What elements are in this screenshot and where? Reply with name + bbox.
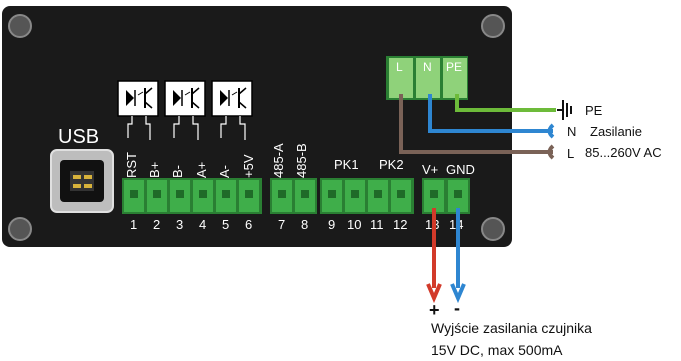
arrow-minus-icon <box>450 283 466 304</box>
plug-icon-n <box>547 123 555 139</box>
svg-text:10: 10 <box>347 217 361 232</box>
terminal-block-13-14 <box>422 178 470 214</box>
signal-label-485b: 485-B <box>294 143 309 178</box>
optocoupler-icon-3 <box>211 80 253 117</box>
optocoupler-icon-2 <box>164 80 206 117</box>
optocoupler-icon-1 <box>117 80 159 117</box>
svg-text:8: 8 <box>301 217 308 232</box>
n-label: N <box>567 124 576 139</box>
optocoupler-leads <box>127 116 246 140</box>
ground-icon <box>557 100 572 120</box>
svg-text:5: 5 <box>222 217 229 232</box>
svg-text:1: 1 <box>130 217 137 232</box>
signal-label-a-plus: A+ <box>194 162 209 178</box>
svg-text:9: 9 <box>328 217 335 232</box>
signal-label-vplus: V+ <box>422 162 438 177</box>
usb-connector[interactable] <box>50 149 114 213</box>
svg-text:6: 6 <box>245 217 252 232</box>
mains-terminal-l[interactable] <box>389 58 413 98</box>
signal-label-rst: RST <box>124 152 139 178</box>
terminal-signal-labels: RST B+ B- A+ A- +5V 485-A 485-B <box>124 143 309 178</box>
mains-label-l: L <box>396 60 403 74</box>
svg-text:2: 2 <box>153 217 160 232</box>
output-line-2: 15V DC, max 500mA <box>431 342 563 358</box>
relay-label-pk2: PK2 <box>379 157 404 172</box>
svg-text:11: 11 <box>370 217 384 232</box>
supply-title: Zasilanie <box>590 124 642 139</box>
mount-hole-top-left <box>8 14 32 38</box>
mains-terminal-pe[interactable] <box>443 58 467 98</box>
wire-pe <box>455 94 556 112</box>
relay-label-pk1: PK1 <box>334 157 359 172</box>
l-label: L <box>567 146 574 161</box>
mains-terminal-n[interactable] <box>416 58 440 98</box>
wire-l <box>399 94 553 154</box>
svg-text:4: 4 <box>199 217 206 232</box>
terminal-block-1-6 <box>122 178 262 214</box>
plug-icon-l <box>547 144 555 160</box>
usb-label: USB <box>58 126 99 148</box>
terminal-screws <box>130 190 462 198</box>
svg-text:3: 3 <box>176 217 183 232</box>
output-line-1: Wyjście zasilania czujnika <box>431 320 592 336</box>
signal-label-a-minus: A- <box>217 165 232 178</box>
signal-label-b-plus: B+ <box>147 162 162 178</box>
signal-label-b-minus: B- <box>170 165 185 178</box>
wire-n <box>428 94 553 133</box>
supply-range: 85...260V AC <box>585 145 662 160</box>
svg-text:7: 7 <box>278 217 285 232</box>
mains-label-pe: PE <box>446 60 462 74</box>
mains-label-n: N <box>423 60 432 74</box>
mount-hole-bottom-right <box>481 217 505 241</box>
minus-sign: - <box>454 298 460 318</box>
terminal-block-7-8 <box>270 178 317 214</box>
arrow-plus-icon <box>426 283 442 304</box>
mount-hole-top-right <box>481 14 505 38</box>
signal-label-gnd: GND <box>446 162 475 177</box>
signal-label-5v: +5V <box>241 154 256 178</box>
mount-hole-bottom-left <box>8 217 32 241</box>
pe-label: PE <box>585 103 603 118</box>
signal-label-485a: 485-A <box>271 143 286 178</box>
svg-text:12: 12 <box>393 217 407 232</box>
mains-terminal-block: L N PE <box>386 56 468 100</box>
plus-sign: + <box>429 300 440 320</box>
